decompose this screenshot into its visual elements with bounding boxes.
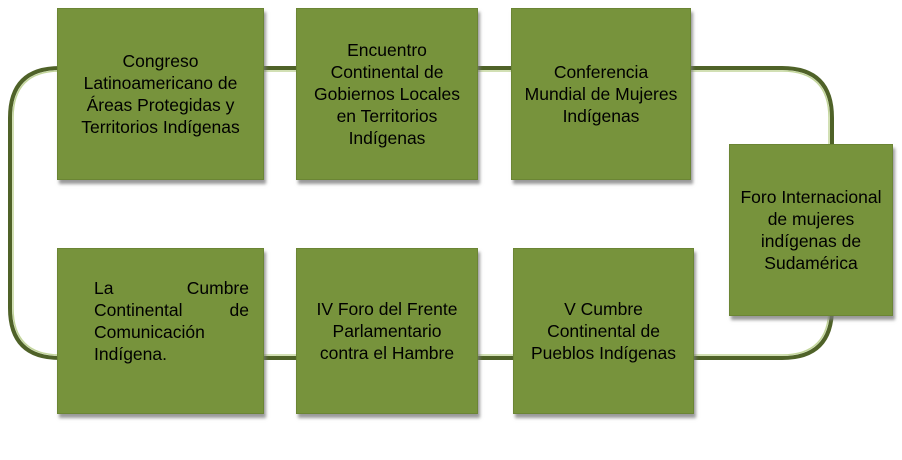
cycle-connector-highlight — [12, 70, 830, 356]
node-conferencia-mujeres: Conferencia Mundial de Mujeres Indígenas — [511, 8, 691, 180]
node-label: IV Foro del Frente Parlamentario contra … — [316, 299, 458, 363]
node-congreso-areas-protegidas: Congreso Latinoamericano de Áreas Proteg… — [57, 8, 264, 180]
node-iv-foro-parlamentario: IV Foro del Frente Parlamentario contra … — [296, 248, 478, 414]
node-label: Foro Internacional de mujeres indígenas … — [740, 187, 882, 273]
node-v-cumbre-pueblos: V Cumbre Continental de Pueblos Indígena… — [513, 248, 694, 414]
node-encuentro-gobiernos-locales: Encuentro Continental de Gobiernos Local… — [296, 8, 478, 180]
cycle-connector-line — [8, 66, 834, 360]
node-label: Encuentro Continental de Gobiernos Local… — [314, 40, 460, 148]
node-label: Conferencia Mundial de Mujeres Indígenas — [524, 62, 678, 126]
node-label: V Cumbre Continental de Pueblos Indígena… — [531, 299, 676, 363]
node-foro-mujeres-sudamerica: Foro Internacional de mujeres indígenas … — [729, 144, 893, 316]
node-label: Congreso Latinoamericano de Áreas Proteg… — [81, 51, 240, 137]
node-label: La Cumbre Continental de Comunicación In… — [94, 278, 249, 364]
node-cumbre-comunicacion: La Cumbre Continental de Comunicación In… — [57, 248, 264, 414]
